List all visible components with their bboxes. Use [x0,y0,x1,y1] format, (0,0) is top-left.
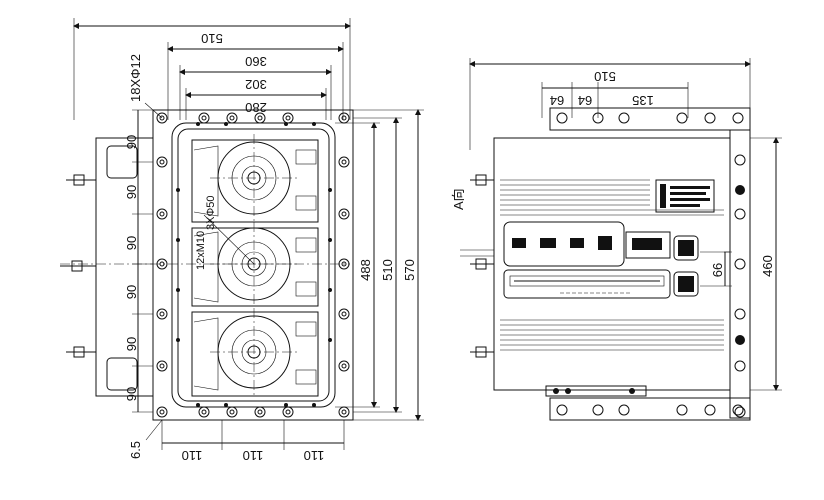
hole-callout: 18XΦ12 [128,54,163,119]
pitch-90-1: 90 [124,135,139,149]
flange-plate [152,109,354,421]
bushing-modules: 12xM10 3XΦ50 [191,134,319,397]
side-top-flange [549,107,751,131]
nameplate-marks [660,184,710,208]
pitch-90-3: 90 [124,236,139,250]
left-side-bracket [60,137,350,397]
hole-callout-text: 18XΦ12 [128,54,143,102]
side-dim-64-1: 64 [550,93,564,108]
side-control-panel-left [503,221,625,267]
dim-510-right: 510 [380,259,395,281]
front-bottom-dimensions: 110 110 110 6.5 [128,419,345,463]
left-pitch-dimensions: 90 90 90 90 90 90 [124,109,153,413]
side-bottom-holes [556,404,744,416]
dim-360: 360 [245,54,267,69]
side-control-panel-mid [625,231,671,259]
side-indicator-bar [503,269,671,299]
side-dim-510: 510 [594,69,616,84]
dim-280: 280 [245,100,267,115]
tank-outer [171,122,336,408]
bushing-module-3 [191,308,319,397]
pitch-90-4: 90 [124,285,139,299]
tank-inner [177,128,330,402]
side-cable-glands [460,174,494,358]
dim-510-top: 510 [201,31,223,46]
pitch-90-5: 90 [124,337,139,351]
side-vent-bottom [500,319,724,351]
side-panel [95,137,154,397]
side-right-dimensions: 66 460 [700,137,782,391]
pitch-90-6: 90 [124,387,139,401]
side-dim-460: 460 [760,255,775,277]
dim-302: 302 [245,77,267,92]
side-bottom-accessory [545,385,647,397]
side-bottom-flange [549,397,751,421]
side-dim-135: 135 [632,93,654,108]
side-vent-top [500,179,724,216]
side-top-holes [556,112,744,124]
flange-holes [156,112,350,418]
dim-570: 570 [402,259,417,281]
view-label-a: A向 [451,188,466,210]
side-view: A向 510 64 64 135 [451,58,782,421]
dim-6-5: 6.5 [128,441,143,459]
front-top-dimensions: 510 360 302 280 [73,18,351,120]
dim-110-1: 110 [182,448,203,463]
side-dim-66: 66 [710,263,725,277]
side-dim-64-2: 64 [578,93,592,108]
side-right-holes [734,154,746,418]
side-nameplate [655,179,715,213]
callout-12xm10: 12xM10 [195,231,207,270]
bushing-module-1 [191,134,319,223]
side-connector-1 [673,235,699,261]
side-main-body [493,137,731,391]
front-view: 510 360 302 280 18XΦ12 [60,18,424,463]
side-connector-2 [673,271,699,297]
control-panel-symbols [512,236,612,250]
dim-110-3: 110 [304,448,325,463]
front-right-dimensions: 488 510 570 [335,109,424,421]
side-right-flange [729,129,751,419]
side-top-dimensions: 510 64 64 135 [469,58,751,150]
dim-488: 488 [358,259,373,281]
dim-110-2: 110 [243,448,264,463]
callout-3xphi50: 3XΦ50 [205,196,217,230]
pitch-90-2: 90 [124,185,139,199]
